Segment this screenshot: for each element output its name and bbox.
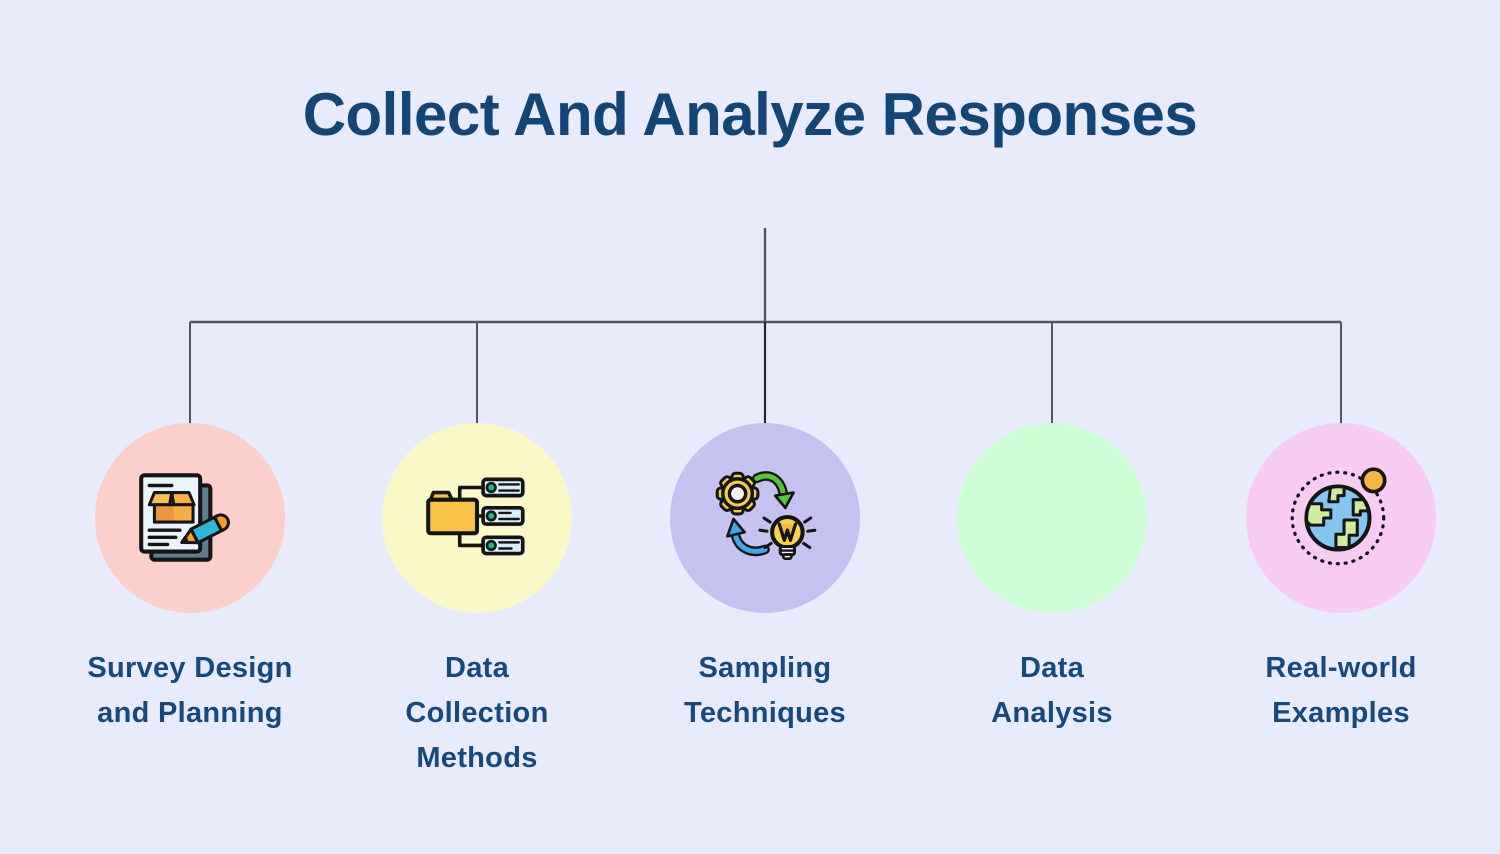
arrow-blue — [726, 517, 770, 557]
label-line: Data — [444, 652, 510, 684]
survey-document-pencil-icon — [139, 473, 230, 562]
open-box-drawing — [147, 491, 196, 524]
arrow-green — [752, 471, 795, 510]
node-circle-data-analysis — [957, 423, 1147, 613]
label-line: Methods — [416, 742, 538, 774]
server-1 — [481, 477, 525, 498]
label-line: Techniques — [684, 697, 846, 729]
node-circle-survey-design — [95, 423, 285, 613]
gear-lightbulb-cycle-icon — [715, 471, 817, 560]
node-label-sampling-techniques: Sampling Techniques — [595, 646, 935, 736]
label-line: Analysis — [991, 697, 1113, 729]
node-label-data-collection: Data Collection Methods — [307, 646, 647, 781]
label-line: Collection — [405, 697, 549, 729]
page-title: Collect And Analyze Responses — [302, 81, 1198, 148]
node-survey-design: Survey Design and Planning — [20, 423, 360, 736]
label-line: and Planning — [97, 697, 283, 729]
folder — [426, 490, 480, 536]
server-2 — [481, 506, 525, 526]
globe-orbit-icon — [1290, 467, 1387, 566]
folder-database-network-icon — [426, 477, 525, 556]
node-label-survey-design: Survey Design and Planning — [20, 646, 360, 736]
node-data-collection: Data Collection Methods — [307, 423, 647, 781]
orbit-dotted-ring — [1290, 470, 1386, 566]
node-data-analysis: Data Analysis — [882, 423, 1222, 736]
planet — [1360, 467, 1387, 494]
label-line: Real-world — [1265, 652, 1417, 684]
label-line: Examples — [1272, 697, 1410, 729]
lightbulb — [758, 514, 817, 560]
label-line: Survey Design — [87, 652, 293, 684]
node-sampling-techniques: Sampling Techniques — [595, 423, 935, 736]
node-real-world-examples: Real-world Examples — [1171, 423, 1500, 736]
node-label-data-analysis: Data Analysis — [882, 646, 1222, 736]
node-circle-real-world-examples — [1246, 423, 1436, 613]
label-line: Data — [1019, 652, 1085, 684]
node-label-real-world-examples: Real-world Examples — [1171, 646, 1500, 736]
paper-text-lines — [147, 528, 182, 547]
node-circle-data-collection — [382, 423, 572, 613]
node-circle-sampling-techniques — [670, 423, 860, 613]
gear — [715, 471, 760, 516]
label-line: Sampling — [698, 652, 832, 684]
lightbulb-rays — [758, 516, 817, 550]
pencil — [180, 513, 230, 545]
server-3 — [481, 535, 525, 556]
